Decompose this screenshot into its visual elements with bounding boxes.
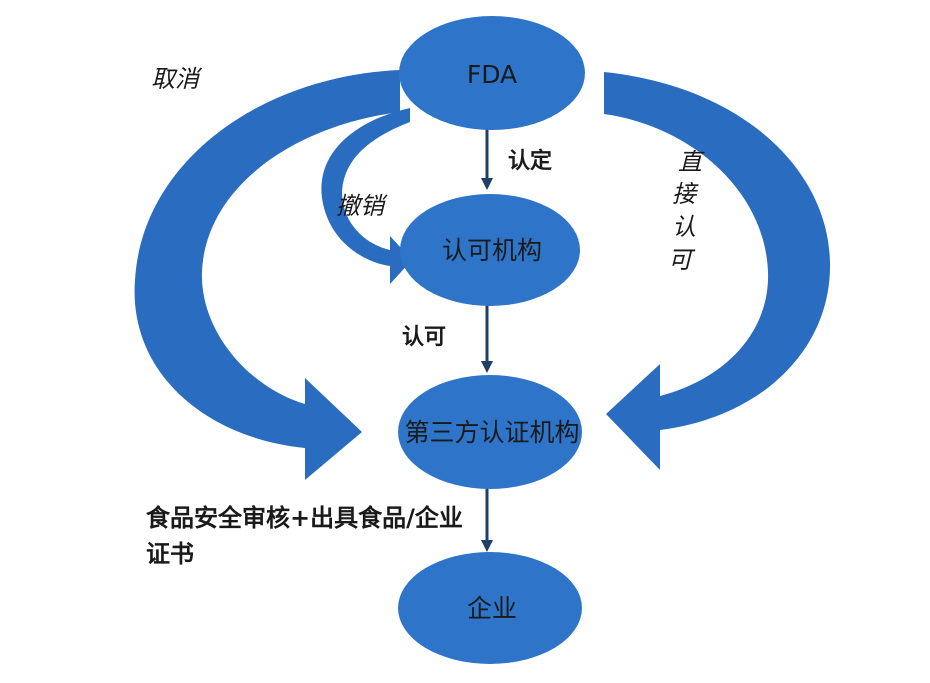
accredit-arrow	[481, 302, 493, 373]
direct-label-3: 认	[672, 213, 696, 241]
designate-arrow	[481, 128, 493, 190]
certification-caption: 食品安全审核+出具食品/企业证书	[146, 504, 463, 568]
fda-label: FDA	[467, 60, 517, 89]
cancel-label: 取消	[151, 65, 203, 93]
accredit-label: 认可	[402, 325, 446, 350]
revoke-curve-arrow	[321, 108, 412, 284]
direct-label-1: 直	[678, 148, 705, 176]
designate-label: 认定	[508, 148, 552, 174]
enterprise-label: 企业	[467, 594, 517, 623]
direct-label-2: 接	[672, 180, 699, 208]
direct-curve-arrow	[604, 72, 831, 470]
revoke-label: 撤销	[336, 192, 388, 220]
third-party-label: 第三方认证机构	[404, 418, 579, 447]
third-party-node: 第三方认证机构	[398, 375, 582, 489]
recognition-body-node: 认可机构	[400, 194, 580, 306]
recognition-body-label: 认可机构	[442, 236, 542, 265]
certify-arrow	[481, 488, 493, 552]
enterprise-node: 企业	[398, 552, 582, 664]
fda-node: FDA	[399, 16, 585, 130]
cancel-curve-arrow	[134, 70, 400, 480]
direct-label-4: 可	[668, 246, 696, 274]
